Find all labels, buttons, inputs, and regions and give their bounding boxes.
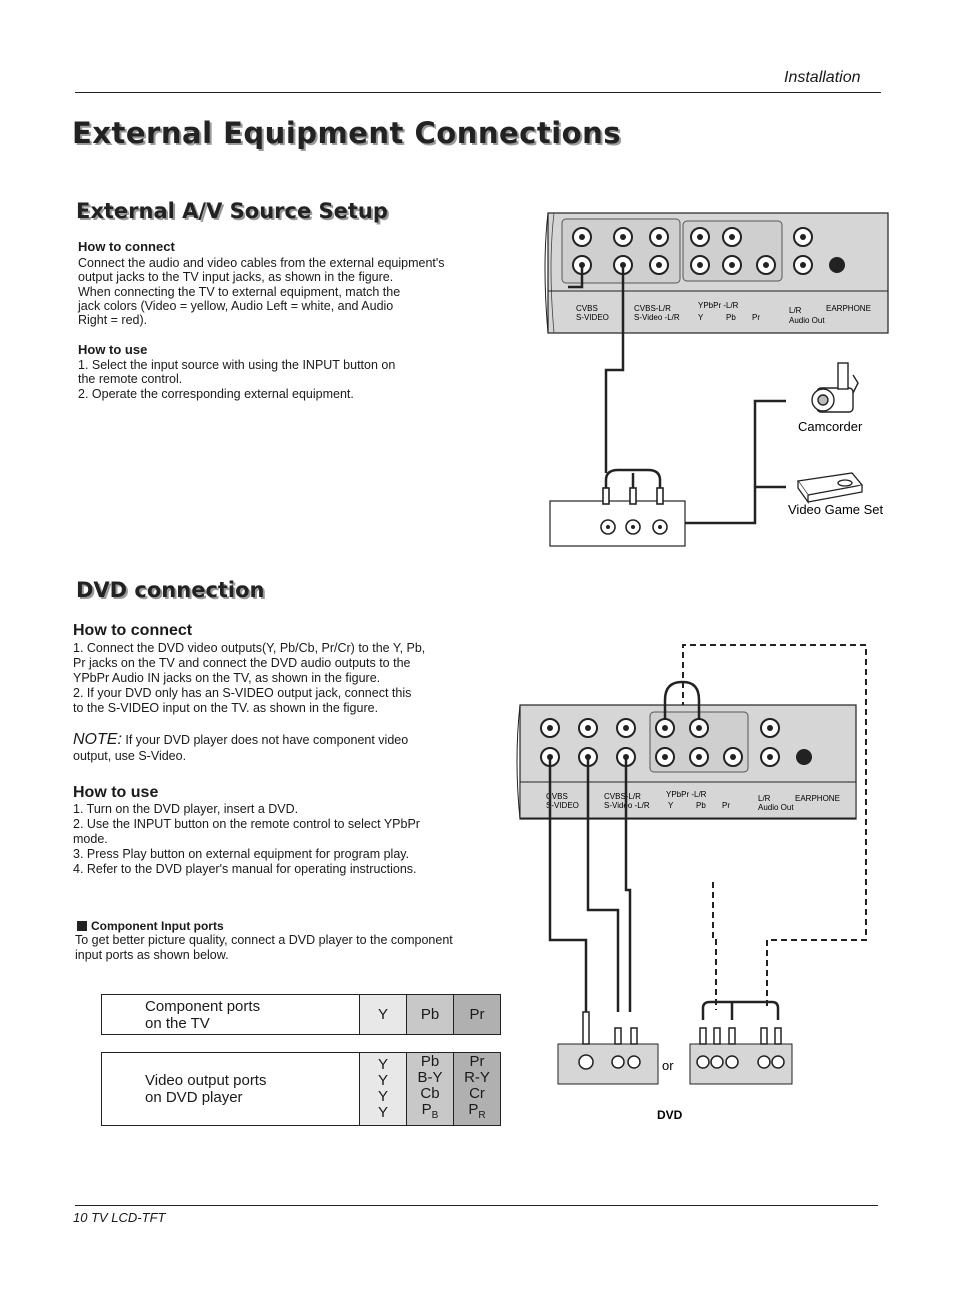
or-label: or xyxy=(662,1058,674,1073)
av-use-text: 1. Select the input source with using th… xyxy=(78,358,396,401)
dvd-pb-2: B-Y xyxy=(417,1069,443,1086)
tv-port-pr: Pr xyxy=(453,994,501,1035)
dvd-label-y: Y xyxy=(668,801,674,810)
dvd-use-text: 1. Turn on the DVD player, insert a DVD.… xyxy=(73,802,420,876)
tv-port-y: Y xyxy=(359,994,407,1035)
dvd-note: NOTE: If your DVD player does not have c… xyxy=(73,731,408,749)
dvd-label-cvbs-lr: CVBS-L/R xyxy=(604,792,641,801)
av-connect-heading: How to connect xyxy=(78,239,175,254)
dvd-pr-4-main: P xyxy=(468,1101,479,1118)
dvd-pr-1: Pr xyxy=(469,1053,485,1070)
dvd-pb-4: PB xyxy=(408,1102,452,1124)
av-connect-text: Connect the audio and video cables from … xyxy=(78,256,445,328)
note-text: If your DVD player does not have compone… xyxy=(125,733,409,747)
dvd-output-table: Video output ports on DVD player Y Y Y Y… xyxy=(101,1052,501,1126)
av-cables xyxy=(568,265,786,525)
dvd-port-pb: Pb B-Y Cb PB xyxy=(406,1052,454,1126)
dvd-label-svideo: S-VIDEO xyxy=(546,801,579,810)
section-label: Installation xyxy=(784,69,861,86)
dvd-label-cvbs: CVBS xyxy=(546,792,568,801)
dvd-connect-heading: How to connect xyxy=(73,622,193,639)
dvd-y-4: Y xyxy=(377,1104,388,1121)
av-label-svideo: S-VIDEO xyxy=(576,313,609,322)
av-label-audio-out: Audio Out xyxy=(789,316,825,325)
av-use-heading: How to use xyxy=(78,342,148,357)
header-rule xyxy=(75,92,881,93)
dvd-svideo-block xyxy=(557,1043,659,1085)
dvd-y-2: Y xyxy=(377,1072,388,1089)
dvd-pr-4: PR xyxy=(455,1102,499,1124)
dvd-label-earphone: EARPHONE xyxy=(795,794,840,803)
av-label-lr: L/R xyxy=(789,306,802,315)
dvd-label: DVD xyxy=(657,1108,683,1122)
av-label-cvbs: CVBS xyxy=(576,304,598,313)
dvd-section-title: DVD connection xyxy=(76,578,265,602)
dvd-pb-4-main: P xyxy=(421,1101,432,1118)
component-text: To get better picture quality, connect a… xyxy=(75,933,453,962)
dvd-label-lr: L/R xyxy=(758,794,771,803)
av-section-title: External A/V Source Setup xyxy=(76,199,388,223)
video-game-icon xyxy=(796,472,864,505)
dvd-ports-label: Video output ports on DVD player xyxy=(101,1052,360,1126)
dvd-label-pr: Pr xyxy=(722,801,730,810)
dvd-y-3: Y xyxy=(377,1088,388,1105)
dvd-pb-4-sub: B xyxy=(431,1110,439,1121)
component-ports-table: Component ports on the TV Y Pb Pr xyxy=(101,994,501,1035)
component-heading: Component Input ports xyxy=(91,919,224,933)
dvd-pr-4-sub: R xyxy=(478,1110,486,1121)
dvd-cables xyxy=(548,680,780,1020)
av-label-pb: Pb xyxy=(726,313,736,322)
note-text-2: output, use S-Video. xyxy=(73,749,187,763)
av-label-earphone: EARPHONE xyxy=(826,304,871,313)
av-label-ypbpr-lr: YPbPr -L/R xyxy=(698,301,739,310)
square-bullet-icon xyxy=(77,921,87,931)
av-connection-diagram: CVBS S-VIDEO CVBS-L/R S-Video -L/R YPbPr… xyxy=(544,212,889,547)
camcorder-label: Camcorder xyxy=(798,419,863,434)
dvd-label-ypbpr-lr: YPbPr -L/R xyxy=(666,790,707,799)
dvd-port-pr: Pr R-Y Cr PR xyxy=(453,1052,501,1126)
dvd-y-1: Y xyxy=(377,1056,388,1073)
note-label: NOTE: xyxy=(73,731,122,748)
dvd-pr-3: Cr xyxy=(469,1085,485,1102)
video-game-label: Video Game Set xyxy=(788,502,884,517)
tv-ports-label: Component ports on the TV xyxy=(101,994,360,1035)
dvd-connection-diagram: CVBS S-VIDEO CVBS-L/R S-Video -L/R YPbPr… xyxy=(516,644,867,1122)
dvd-pb-3: Cb xyxy=(420,1085,440,1102)
av-label-cvbs-lr: CVBS-L/R xyxy=(634,304,671,313)
dvd-dashed-cable xyxy=(712,882,717,1010)
footer-rule xyxy=(75,1205,878,1206)
dvd-pr-2: R-Y xyxy=(464,1069,490,1086)
page-title: External Equipment Connections xyxy=(72,116,621,150)
dvd-pb-1: Pb xyxy=(420,1053,440,1070)
page-number: 10 TV LCD-TFT xyxy=(73,1210,166,1225)
camcorder-icon xyxy=(811,362,859,413)
component-heading-row: Component Input ports xyxy=(77,919,224,933)
tv-port-pb: Pb xyxy=(406,994,454,1035)
dvd-connect-text: 1. Connect the DVD video outputs(Y, Pb/C… xyxy=(73,641,426,715)
av-label-y: Y xyxy=(698,313,704,322)
av-label-pr: Pr xyxy=(752,313,760,322)
dvd-port-y: Y Y Y Y xyxy=(359,1052,407,1126)
dvd-label-pb: Pb xyxy=(696,801,706,810)
dvd-use-heading: How to use xyxy=(73,784,159,801)
av-label-svideo-lr: S-Video -L/R xyxy=(634,313,680,322)
dvd-label-audio-out: Audio Out xyxy=(758,803,794,812)
